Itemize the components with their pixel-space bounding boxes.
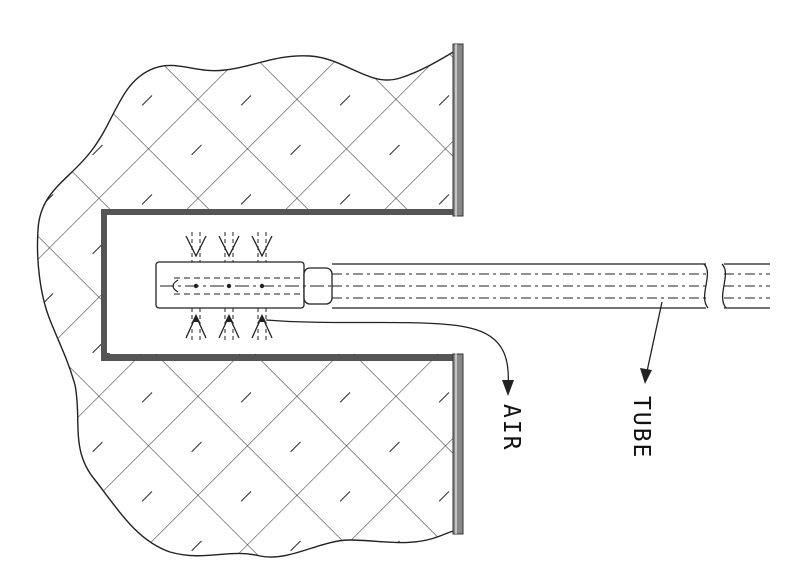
air-jet-arrowheads [192,314,266,322]
face-plate [452,43,464,535]
tube [332,263,770,309]
tube-leader-arrowhead [640,368,652,384]
hatched-material-body [36,46,461,558]
nozzle-tip [172,279,179,293]
air-label: AIR [498,404,524,452]
tube-label: TUBE [628,396,654,460]
air-leader-arrowhead [502,380,514,396]
tube-bore-lines [332,273,770,299]
cavity-liner-wall [101,209,460,361]
tube-leader-line [645,301,663,377]
air-jets-up [185,235,273,258]
orifices [193,283,265,289]
air-leader-line [265,319,510,389]
